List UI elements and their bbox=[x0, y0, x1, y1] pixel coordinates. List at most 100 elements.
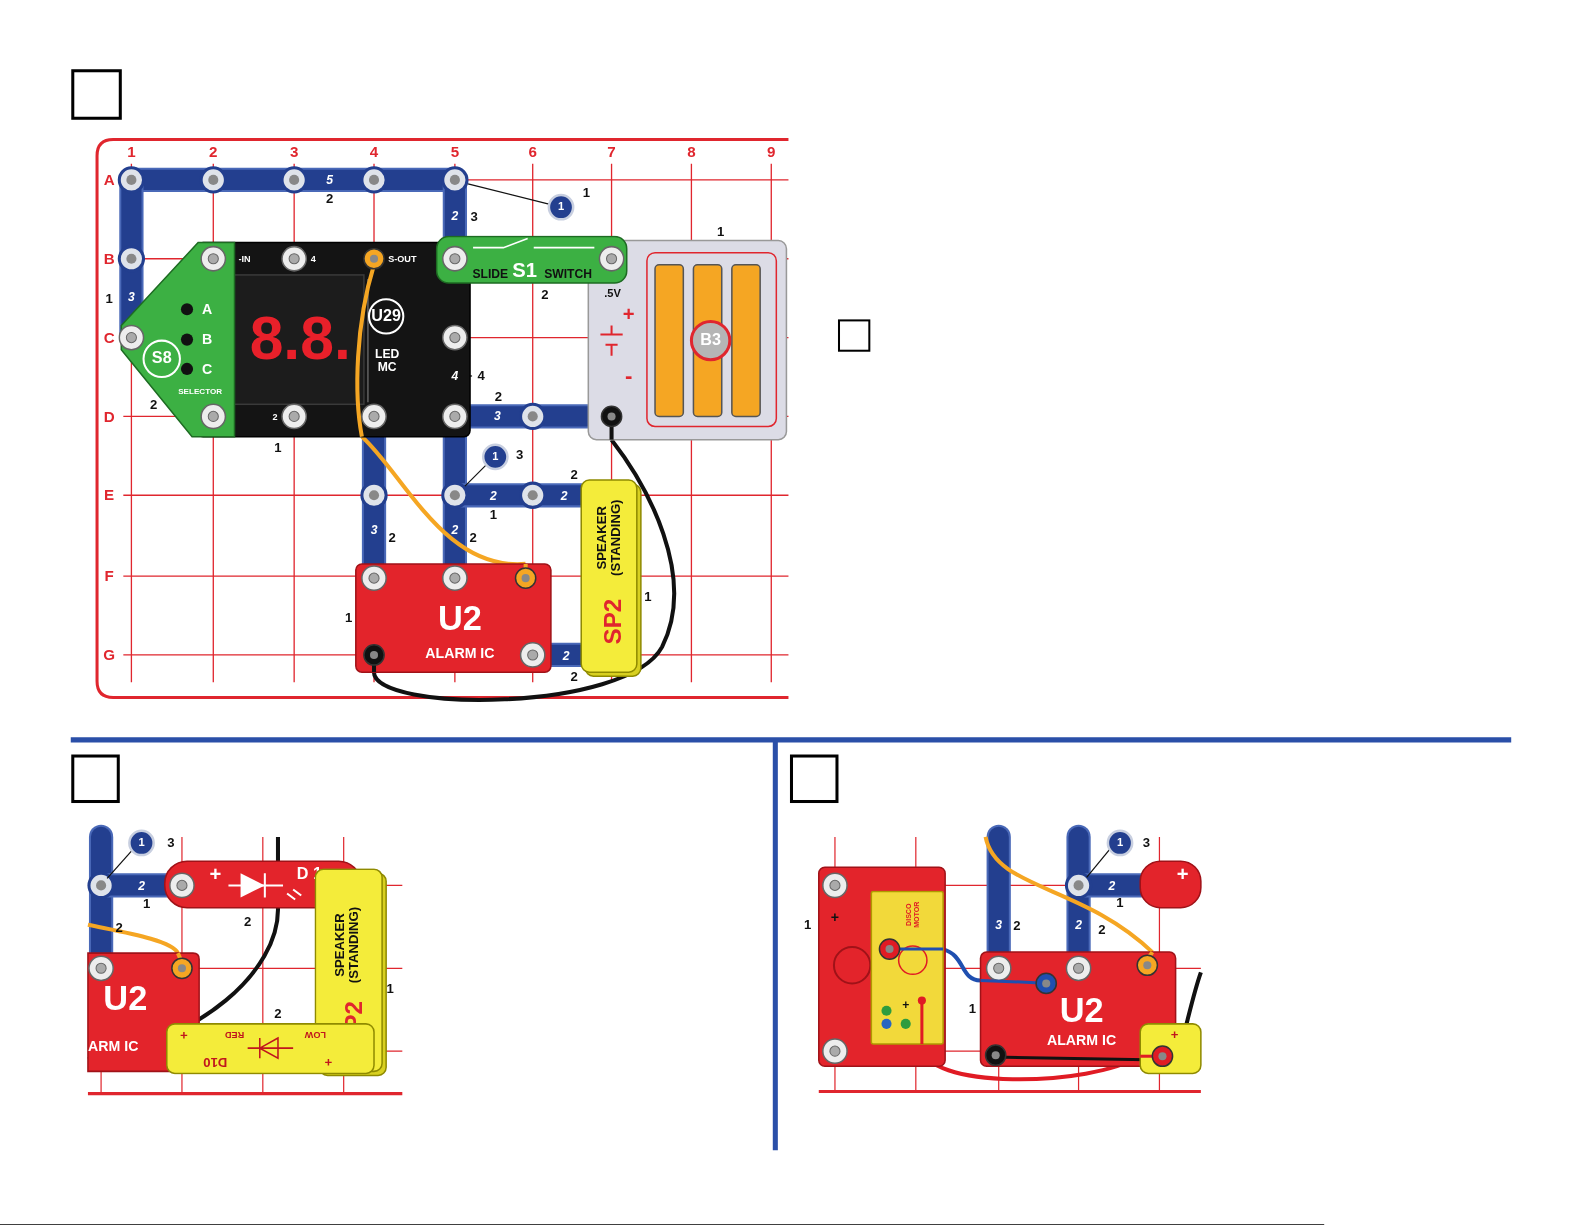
callout-number: 1 bbox=[558, 201, 564, 213]
bicolor-led: + bbox=[1140, 1024, 1201, 1074]
part-label: 2 bbox=[272, 413, 277, 423]
callout-number: 2 bbox=[490, 490, 497, 503]
bicolor-led: +REDLOWD10+ bbox=[167, 1024, 374, 1074]
part-label: SWITCH bbox=[544, 268, 592, 281]
disco-motor: DISCO MOTOR+ bbox=[871, 891, 943, 1044]
part-label: S1 bbox=[512, 260, 537, 281]
callout-number: 5 bbox=[326, 174, 333, 187]
callout-number: 1 bbox=[717, 225, 724, 239]
diode-shape bbox=[1140, 861, 1201, 907]
grid-label: 9 bbox=[767, 144, 775, 160]
callout-number: 1 bbox=[492, 451, 498, 463]
callout-number: 1 bbox=[490, 508, 497, 522]
part-label: + bbox=[902, 999, 909, 1012]
grid-label: G bbox=[103, 647, 115, 663]
grid-label: 5 bbox=[451, 144, 459, 160]
callout-number: 2 bbox=[389, 531, 396, 545]
grid-label: D bbox=[104, 408, 115, 424]
part-label: S-OUT bbox=[388, 255, 416, 265]
part-label: SPEAKER (STANDING) bbox=[595, 490, 623, 586]
speaker: SPEAKER (STANDING) SP2 bbox=[581, 480, 637, 672]
callout-number: 2 bbox=[495, 390, 502, 404]
part-label: D10 bbox=[203, 1055, 227, 1069]
callout-number: 2 bbox=[244, 915, 251, 929]
callout-number: 2 bbox=[138, 880, 145, 893]
callout-number: 1 bbox=[387, 982, 394, 996]
bicolor-led-shape bbox=[1140, 1024, 1201, 1074]
callout-number: 1 bbox=[969, 1002, 976, 1016]
part-label: LED MC bbox=[368, 348, 406, 373]
callout-number: 2 bbox=[1075, 918, 1082, 931]
callout-number: 2 bbox=[541, 288, 548, 302]
grid-label: 2 bbox=[209, 144, 217, 160]
part-label: ALARM IC bbox=[1047, 1033, 1116, 1048]
callout-number: 2 bbox=[469, 531, 476, 545]
callout-number: 3 bbox=[1143, 836, 1150, 850]
alarm-ic: U2ALARM IC bbox=[356, 564, 551, 672]
part-label: ARM IC bbox=[88, 1039, 138, 1054]
callout-number: 2 bbox=[1013, 919, 1020, 933]
callout-number: 2 bbox=[561, 490, 568, 503]
callout-number: 3 bbox=[470, 209, 477, 223]
part-label: U29 bbox=[371, 308, 401, 325]
checkbox bbox=[73, 71, 870, 802]
grid-lines bbox=[123, 164, 788, 683]
part-label: 4 bbox=[311, 255, 316, 265]
part-label: + bbox=[831, 910, 839, 925]
part-label: ALARM IC bbox=[425, 646, 494, 661]
part-label: -IN bbox=[239, 255, 251, 265]
grid-label: 1 bbox=[127, 144, 135, 160]
callout-number: 3 bbox=[494, 410, 501, 423]
panel-divider bbox=[71, 740, 1511, 1150]
jumper-wire bbox=[986, 837, 1153, 952]
grid-label: 6 bbox=[528, 144, 536, 160]
part-label: 8.8. bbox=[250, 307, 351, 371]
callout-number: 2 bbox=[116, 921, 123, 935]
part-label: C bbox=[202, 361, 212, 376]
motor-holder: +DISCO MOTOR+ bbox=[819, 867, 945, 1066]
jumper-wire bbox=[943, 949, 980, 980]
callout-number: 2 bbox=[150, 397, 157, 411]
part-label: - bbox=[625, 363, 632, 386]
callout-number: 1 bbox=[583, 186, 590, 200]
grid-label: F bbox=[105, 568, 114, 584]
callout-number: 2 bbox=[451, 524, 458, 537]
grid-label: C bbox=[104, 330, 115, 346]
part-label: RED bbox=[225, 1029, 244, 1039]
grid-label: A bbox=[104, 172, 115, 188]
part-label: A bbox=[202, 302, 212, 317]
part-label: + bbox=[180, 1028, 188, 1042]
callout-number: 2 bbox=[274, 1007, 281, 1021]
single-snaps bbox=[129, 195, 1132, 855]
part-label: + bbox=[1177, 864, 1189, 885]
callout-number: 1 bbox=[1117, 837, 1123, 849]
callout-number: 2 bbox=[451, 210, 458, 223]
part-label: U2 bbox=[438, 601, 482, 637]
slide-switch: SLIDE S1 SWITCH bbox=[437, 237, 627, 283]
jumper-wire bbox=[362, 437, 526, 565]
callout-number: 2 bbox=[571, 670, 578, 684]
callout-number: 2 bbox=[326, 192, 333, 206]
grid-label: 8 bbox=[687, 144, 695, 160]
callout-number: 3 bbox=[995, 918, 1002, 931]
selector-switch: S8ABCSELECTOR bbox=[119, 243, 234, 437]
callout-number: 1 bbox=[143, 897, 150, 911]
callout-number: 2 bbox=[563, 650, 570, 663]
snap-wires bbox=[89, 168, 1172, 968]
callout-number: 1 bbox=[138, 837, 144, 849]
callout-number: 2 bbox=[571, 468, 578, 482]
grid-label: E bbox=[104, 487, 114, 503]
part-label: SLIDE bbox=[472, 268, 508, 281]
part-label: + bbox=[1171, 1028, 1179, 1042]
bicolor-led-shape bbox=[167, 1024, 374, 1074]
callout-number: 1 bbox=[106, 292, 113, 306]
callout-number: 1 bbox=[345, 611, 352, 625]
part-label: SP2 bbox=[600, 599, 625, 645]
part-label: + bbox=[209, 864, 221, 885]
part-label: S8 bbox=[152, 350, 172, 367]
led-display-module: 8.8. U29LED MC -IN 4 S-OUT 2 bbox=[197, 243, 470, 437]
callout-number: 3 bbox=[167, 836, 174, 850]
grid-lines bbox=[88, 837, 402, 1094]
callout-number: 3 bbox=[371, 524, 378, 537]
